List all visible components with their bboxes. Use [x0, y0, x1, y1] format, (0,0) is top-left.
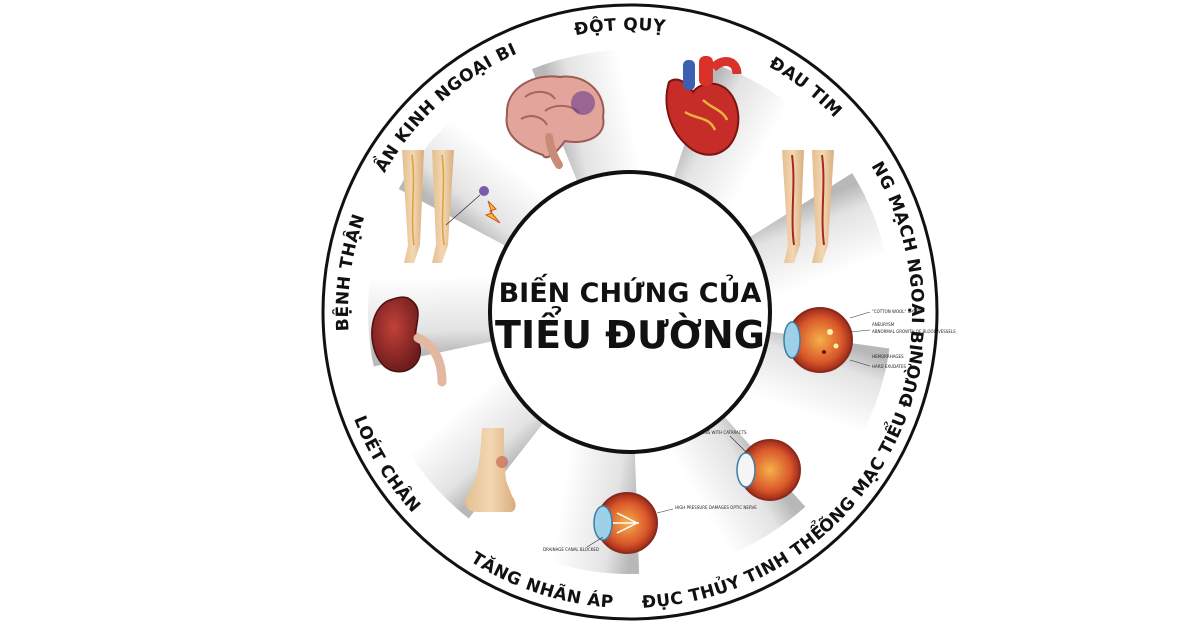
retina-annotation-hemorrhages: HEMORRHAGES: [872, 354, 904, 359]
legs-arteries-icon: [782, 150, 834, 263]
retina-annotation-aneurysm: ANEURYSM: [872, 322, 895, 327]
glaucoma-annotation-drainage: DRAINAGE CANAL BLOCKED: [543, 547, 599, 552]
kidney-icon: [371, 296, 447, 387]
brain-icon: [505, 75, 605, 169]
segment-duc-thuy-tinh-the: [634, 416, 806, 574]
retina-annotation-cotton-wool: "COTTON WOOL" SPOTS: [872, 309, 921, 314]
cataract-annotation-lens: LENS WITH CATARACTS: [700, 430, 747, 435]
eye-cataract-icon: LENS WITH CATARACTS: [700, 430, 801, 501]
retina-annotation-hard-exudates: HARD EXUDATES: [872, 364, 906, 369]
center-circle: [488, 170, 772, 454]
icons-group: "COTTON WOOL" SPOTS ANEURYSM ABNORMAL GR…: [371, 56, 956, 554]
retina-annotation-abnormal-growth: ABNORMAL GROWTH OF BLOOD VESSELS: [872, 329, 956, 334]
center-title-line2: TIỂU ĐƯỜNG: [495, 307, 765, 357]
foot-ulcer-icon: [465, 428, 516, 512]
eye-glaucoma-icon: DRAINAGE CANAL BLOCKED HIGH PRESSURE DAM…: [543, 492, 757, 554]
eye-retina-icon: "COTTON WOOL" SPOTS ANEURYSM ABNORMAL GR…: [783, 307, 956, 373]
legs-nerves-icon: [402, 150, 501, 263]
center-title-line1: BIẾN CHỨNG CỦA: [499, 273, 762, 309]
heart-icon: [665, 56, 742, 156]
glaucoma-annotation-pressure: HIGH PRESSURE DAMAGES OPTIC NERVE: [675, 505, 757, 510]
segment-vong-mac-tieu-duong: [723, 331, 890, 507]
